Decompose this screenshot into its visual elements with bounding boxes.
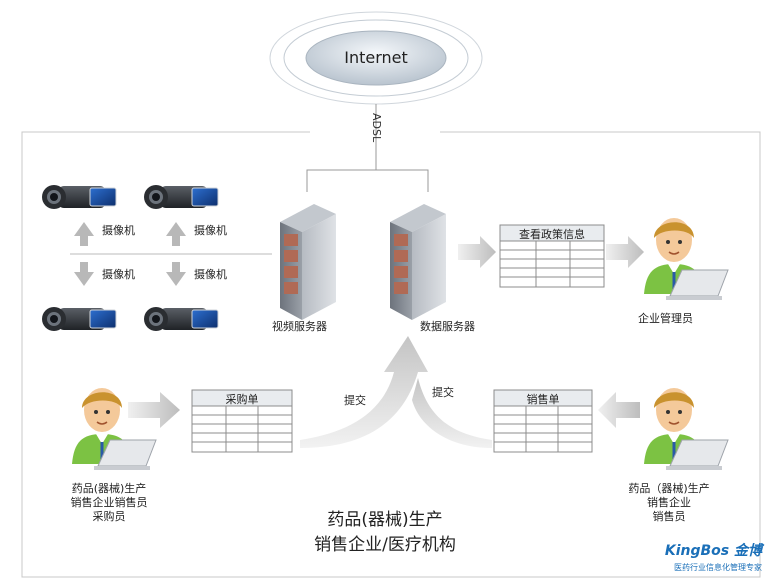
- left-person-caption: 药品(器械)生产 销售企业销售员 采购员: [44, 482, 174, 524]
- right-person-line: 药品（器械)生产: [628, 482, 710, 495]
- admin-person-icon: [644, 218, 729, 300]
- submit-flow-arrow: [300, 336, 428, 448]
- enterprise-admin-label: 企业管理员: [638, 312, 693, 325]
- data-server-label: 数据服务器: [420, 320, 475, 333]
- left-person-line: 药品(器械)生产: [71, 482, 147, 495]
- brand-name: KingBos 金博: [664, 543, 762, 559]
- camera-icon: [144, 307, 219, 331]
- right-person-caption: 药品（器械)生产 销售企业 销售员: [604, 482, 734, 524]
- camera-icon: [144, 185, 219, 209]
- caption-line: 药品(器械)生产: [327, 510, 443, 530]
- right-arrow-icon: [606, 236, 644, 268]
- purchase-table-header: 采购单: [225, 393, 259, 406]
- submit-label-left: 提交: [344, 394, 366, 407]
- data-server-icon: [390, 204, 446, 320]
- purchase-order-table: [191, 389, 293, 453]
- submit-label-right: 提交: [432, 386, 454, 399]
- left-arrow-icon: [598, 392, 640, 428]
- submit-flow-arrow: [412, 378, 492, 448]
- video-server-label: 视频服务器: [272, 320, 327, 333]
- sales-order-table: [493, 389, 593, 453]
- enterprise-boundary: [21, 131, 761, 578]
- camera-icon: [42, 307, 117, 331]
- right-person-line: 销售员: [652, 510, 686, 523]
- right-arrow-icon: [458, 236, 496, 268]
- purchaser-person-icon: [72, 388, 157, 470]
- left-person-line: 采购员: [92, 510, 126, 523]
- up-arrow-icon: [74, 222, 186, 246]
- caption-line: 销售企业/医疗机构: [314, 535, 456, 555]
- adsl-label: ADSL: [370, 113, 383, 143]
- adsl-link: [306, 104, 429, 192]
- brand-logo: KingBos 金博 医药行业信息化管理专家: [640, 540, 762, 573]
- brand-tagline: 医药行业信息化管理专家: [674, 563, 762, 572]
- camera-label: 摄像机: [194, 268, 227, 281]
- down-arrow-icon: [74, 262, 186, 286]
- diagram-caption: 药品(器械)生产 销售企业/医疗机构: [260, 508, 510, 558]
- internet-label: Internet: [344, 48, 408, 67]
- right-person-line: 销售企业: [647, 496, 691, 509]
- video-server-icon: [280, 204, 336, 320]
- left-person-line: 销售企业销售员: [70, 496, 148, 509]
- camera-label: 摄像机: [194, 224, 227, 237]
- camera-icon: [42, 185, 117, 209]
- camera-label: 摄像机: [102, 268, 135, 281]
- camera-label: 摄像机: [102, 224, 135, 237]
- right-arrow-icon: [128, 392, 180, 428]
- salesperson-person-icon: [644, 388, 729, 470]
- sales-table-header: 销售单: [526, 393, 560, 406]
- policy-table-header: 查看政策信息: [519, 228, 585, 241]
- policy-info-table: [499, 224, 605, 288]
